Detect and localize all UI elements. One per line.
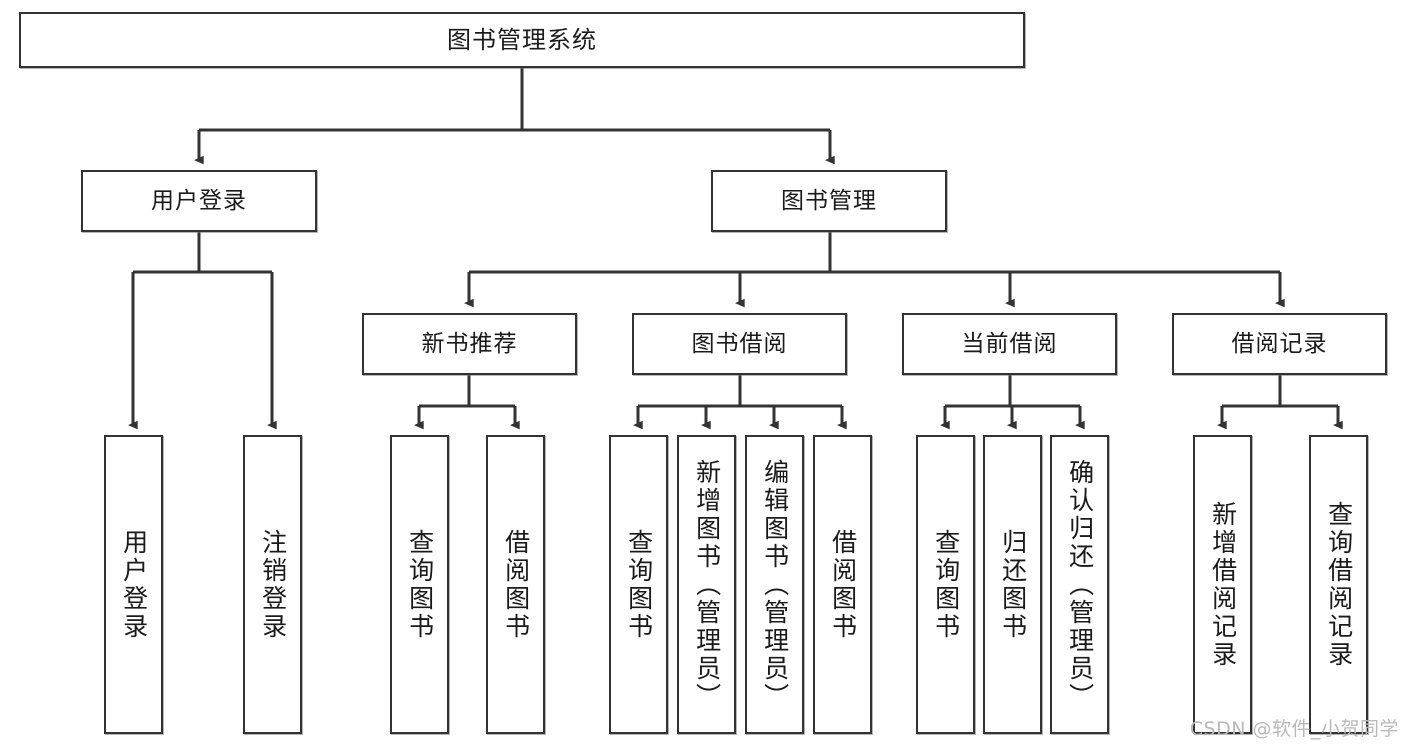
node-label: 新书推荐 (421, 330, 518, 357)
node-user-login[interactable]: 用户登录 (81, 170, 317, 232)
node-label: 确认归还（管理员） (1065, 458, 1095, 711)
node-leaf-borrow-book-1[interactable]: 借阅图书 (486, 435, 545, 734)
node-leaf-return-book[interactable]: 归还图书 (983, 435, 1042, 734)
node-leaf-query-book-3[interactable]: 查询图书 (916, 435, 975, 734)
node-label: 查询图书 (405, 528, 435, 641)
node-borrow-record[interactable]: 借阅记录 (1172, 313, 1387, 375)
node-label: 注销登录 (258, 528, 288, 641)
node-label: 查询图书 (624, 528, 654, 641)
node-leaf-borrow-book-2[interactable]: 借阅图书 (813, 435, 872, 734)
node-leaf-add-book[interactable]: 新增图书（管理员） (677, 435, 736, 734)
node-label: 图书管理系统 (447, 26, 597, 54)
node-leaf-query-book-2[interactable]: 查询图书 (609, 435, 668, 734)
node-new-book-rec[interactable]: 新书推荐 (362, 313, 577, 375)
node-book-borrow[interactable]: 图书借阅 (632, 313, 847, 375)
node-label: 借阅图书 (501, 528, 531, 641)
node-label: 归还图书 (998, 528, 1028, 641)
node-book-manage[interactable]: 图书管理 (711, 170, 947, 232)
watermark: CSDN @软件_小贺同学 (1189, 718, 1399, 740)
node-leaf-logout[interactable]: 注销登录 (243, 435, 302, 734)
node-label: 新增图书（管理员） (692, 458, 722, 711)
node-label: 查询图书 (931, 528, 961, 641)
node-label: 用户登录 (119, 528, 149, 641)
node-label: 借阅图书 (828, 528, 858, 641)
node-label: 借阅记录 (1231, 330, 1328, 357)
node-leaf-add-record[interactable]: 新增借阅记录 (1193, 435, 1252, 734)
node-label: 新增借阅记录 (1208, 500, 1238, 669)
node-label: 当前借阅 (961, 330, 1058, 357)
node-label: 编辑图书（管理员） (760, 458, 790, 711)
node-current-borrow[interactable]: 当前借阅 (902, 313, 1117, 375)
node-leaf-query-book-1[interactable]: 查询图书 (390, 435, 449, 734)
node-leaf-confirm-return[interactable]: 确认归还（管理员） (1050, 435, 1109, 734)
node-root-system[interactable]: 图书管理系统 (19, 12, 1025, 68)
node-leaf-edit-book[interactable]: 编辑图书（管理员） (745, 435, 804, 734)
node-leaf-query-record[interactable]: 查询借阅记录 (1309, 435, 1368, 734)
node-label: 图书管理 (781, 187, 877, 214)
node-label: 查询借阅记录 (1324, 500, 1354, 669)
node-label: 用户登录 (151, 187, 247, 214)
node-leaf-user-login[interactable]: 用户登录 (104, 435, 163, 734)
node-label: 图书借阅 (691, 330, 788, 357)
